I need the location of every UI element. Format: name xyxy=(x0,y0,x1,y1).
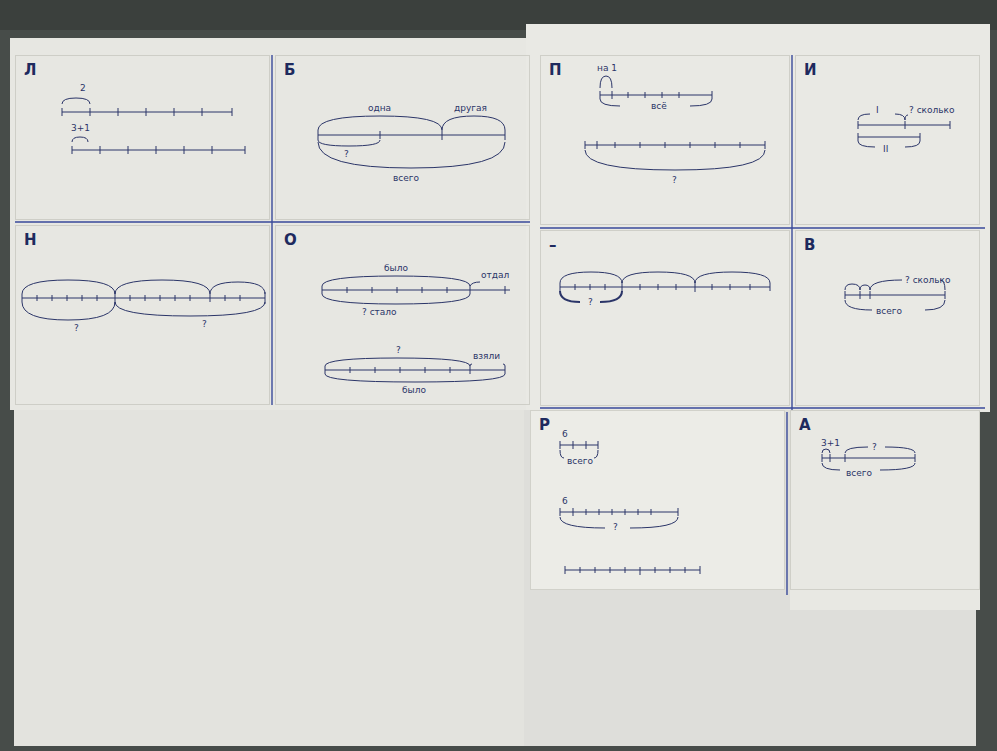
diagram-label: одна xyxy=(368,104,391,114)
diagram-label: взяли xyxy=(473,352,500,362)
diagram-label: 6 xyxy=(562,497,568,507)
problem-card: –? xyxy=(540,230,790,406)
diagram-label: всё xyxy=(651,102,667,112)
diagram-label: ? сколько xyxy=(909,106,955,116)
card-letter: О xyxy=(284,232,297,249)
problem-card: Н?? xyxy=(15,225,270,405)
problem-card: Л 2 3+1 xyxy=(15,55,270,220)
diagram-label: всего xyxy=(846,469,872,479)
diagram-label: на 1 xyxy=(597,64,617,74)
problem-card: В ? сколько всего xyxy=(795,230,980,406)
diagram-label: ? сколько xyxy=(905,276,951,286)
card-letter: Б xyxy=(284,62,295,79)
diagram-label: ? xyxy=(613,523,618,533)
problem-card: Р 6 всего 6? xyxy=(530,410,785,590)
diagram-label: отдал xyxy=(481,271,509,281)
problem-card: Бодна другая? всего xyxy=(275,55,530,220)
diagram-label: 3+1 xyxy=(821,439,840,449)
diagram-label: было xyxy=(402,386,426,396)
diagram-label: другая xyxy=(454,104,487,114)
problem-card: А 3+1? всего xyxy=(790,410,980,590)
diagram-label: ? стало xyxy=(362,308,397,318)
card-letter: Р xyxy=(539,417,550,434)
card-letter: В xyxy=(804,237,815,254)
card-letter: Л xyxy=(24,62,36,79)
diagram-label: 2 xyxy=(80,84,86,94)
diagram-label: всего xyxy=(876,307,902,317)
diagram-label: ? xyxy=(872,443,877,453)
card-letter: Н xyxy=(24,232,37,249)
diagram-label: всего xyxy=(567,457,593,467)
diagram-label: ? xyxy=(344,150,349,160)
diagram-label: II xyxy=(883,145,888,155)
diagram-label: всего xyxy=(393,174,419,184)
problem-card: Пна 1 всё? xyxy=(540,55,790,225)
diagram-label: ? xyxy=(672,176,677,186)
card-letter: П xyxy=(549,62,562,79)
problem-card: И I ? сколькоII xyxy=(795,55,980,225)
card-letter: – xyxy=(549,237,557,254)
diagram-label: ? xyxy=(74,324,79,334)
diagram-label: ? xyxy=(588,298,593,308)
diagram-label: ? xyxy=(396,346,401,356)
card-letter: А xyxy=(799,417,811,434)
diagram-label: I xyxy=(876,106,879,116)
diagram-label: 6 xyxy=(562,430,568,440)
card-letter: И xyxy=(804,62,817,79)
diagram-label: ? xyxy=(202,320,207,330)
problem-card: Обыло отдал ? стало? взяли было xyxy=(275,225,530,405)
diagram-label: 3+1 xyxy=(71,124,90,134)
diagram-label: было xyxy=(384,264,408,274)
